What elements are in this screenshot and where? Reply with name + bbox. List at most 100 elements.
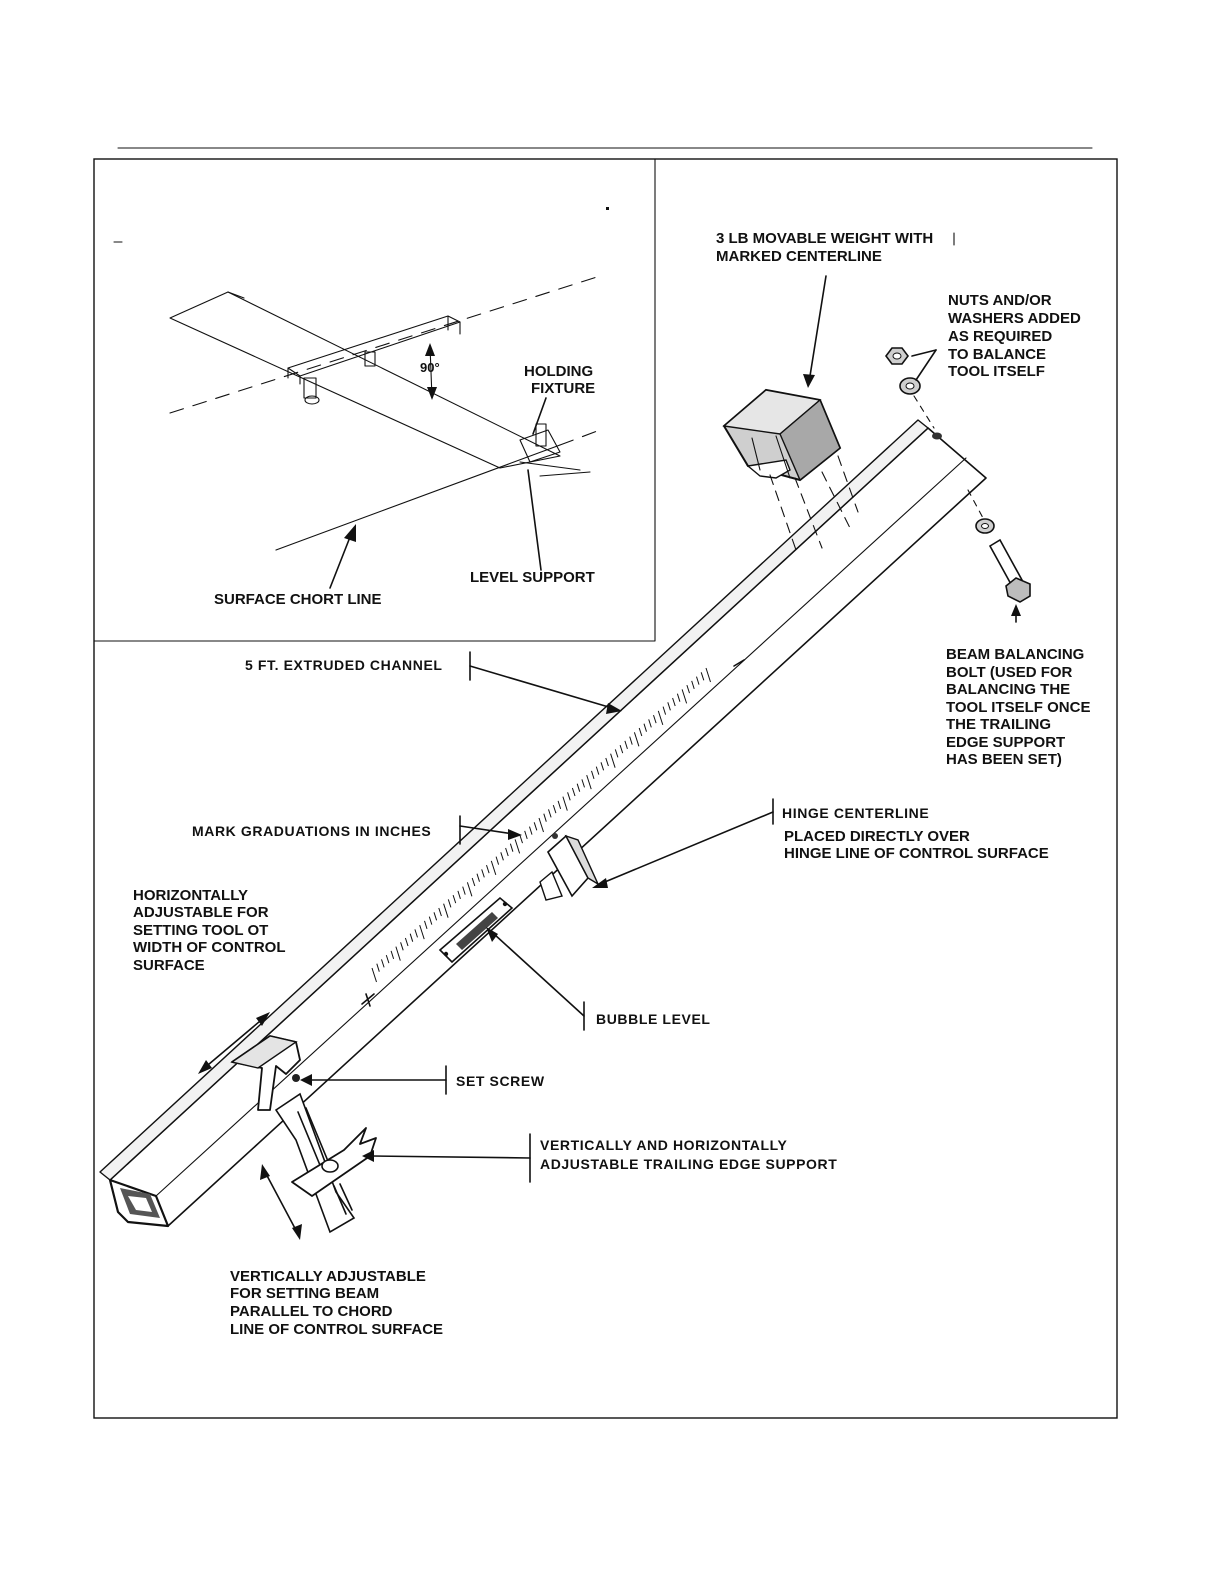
graduation-tick	[443, 903, 449, 918]
graduation-tick	[438, 907, 442, 917]
graduation-tick	[629, 736, 633, 745]
graduation-tick	[691, 680, 695, 690]
graduation-tick	[404, 937, 409, 947]
graduation-tick	[562, 796, 568, 811]
bubble-level-label: BUBBLE LEVEL	[596, 1011, 711, 1027]
graduation-tick	[681, 689, 688, 704]
hinge-label-line-1: HINGE CENTERLINE	[782, 805, 929, 821]
graduation-tick	[552, 804, 557, 814]
hinge-label-line-3: HINGE LINE OF CONTROL SURFACE	[784, 845, 1049, 862]
graduation-tick	[376, 963, 380, 972]
set-screw-head	[292, 1074, 300, 1082]
graduation-tick	[395, 946, 401, 961]
graduation-tick	[390, 950, 395, 960]
graduation-tick	[586, 774, 592, 790]
labels: 3 LB MOVABLE WEIGHT WITH MARKED CENTERLI…	[133, 230, 1090, 1338]
balance-nuts-washers	[885, 347, 921, 395]
graduation-tick	[466, 882, 473, 897]
inch-graduation-ticks	[371, 667, 711, 983]
graduation-tick	[500, 852, 504, 861]
graduation-tick	[576, 783, 581, 792]
graduation-tick	[538, 817, 544, 833]
horizontal-label-line-3: SETTING TOOL OT	[133, 922, 268, 939]
graduation-tick	[657, 710, 664, 726]
graduation-tick	[581, 779, 585, 788]
center-cross-mark	[361, 993, 375, 1007]
horizontal-label-line-2: ADJUSTABLE FOR	[133, 904, 269, 921]
graduation-tick	[371, 967, 377, 983]
movable-weight	[722, 388, 842, 482]
graduation-tick	[490, 860, 497, 876]
graduation-tick	[595, 766, 600, 775]
graduation-tick	[648, 719, 652, 728]
graduation-tick	[514, 839, 521, 854]
control-surface-plate	[169, 291, 561, 469]
graduation-tick	[605, 757, 609, 767]
beam-bolt-label-line-3: BALANCING THE	[946, 681, 1070, 698]
graduation-tick	[462, 886, 466, 895]
nuts-label-line-1: NUTS AND/OR	[948, 292, 1052, 309]
graduation-tick	[543, 813, 547, 822]
holding-fixture-label-line-1: HOLDING	[524, 363, 593, 380]
graduation-tick	[624, 740, 628, 750]
horizontal-adjustment-arrow	[198, 1012, 270, 1074]
graduation-tick	[409, 933, 414, 942]
graduation-tick	[591, 770, 595, 780]
graduation-tick	[424, 920, 428, 930]
hinge-centerline-bracket	[539, 833, 600, 901]
hinge-label-line-2: PLACED DIRECTLY OVER	[784, 828, 970, 845]
extruded-channel-top-face	[99, 419, 929, 1181]
leader-lines	[300, 232, 955, 1183]
vertical-label-line-3: PARALLEL TO CHORD	[230, 1303, 393, 1320]
graduation-tick	[471, 877, 476, 887]
graduation-tick	[519, 834, 523, 844]
nuts-label-line-4: TO BALANCE	[948, 346, 1046, 363]
graduation-tick	[495, 856, 500, 865]
graduation-tick	[548, 809, 552, 818]
trailing-edge-slide-bracket	[230, 1035, 377, 1234]
graduation-tick	[447, 899, 452, 908]
graduation-tick	[667, 702, 671, 711]
surface-chord-line	[275, 444, 561, 551]
graduation-tick	[672, 697, 676, 707]
balancing-tool	[99, 347, 1031, 1240]
graduation-tick	[557, 800, 562, 810]
graduation-tick	[676, 693, 681, 702]
bubble-level	[438, 896, 514, 964]
horizontal-label-line-4: WIDTH OF CONTROL	[133, 939, 285, 956]
graduation-tick	[614, 749, 619, 758]
holding-fixture-label-line-2: FIXTURE	[531, 380, 595, 397]
graduation-tick	[505, 847, 509, 857]
weight-label-line-1: 3 LB MOVABLE WEIGHT WITH	[716, 230, 933, 247]
graduation-tick	[381, 959, 385, 968]
channel-label: 5 FT. EXTRUDED CHANNEL	[245, 657, 443, 673]
beam-bolt-label-line-1: BEAM BALANCING	[946, 646, 1084, 663]
level-support-label: LEVEL SUPPORT	[470, 569, 595, 586]
graduation-tick	[610, 753, 616, 768]
nuts-label-line-5: TOOL ITSELF	[948, 363, 1045, 380]
graduation-tick	[600, 762, 605, 771]
horizontal-label-line-1: HORIZONTALLY	[133, 887, 248, 904]
vertical-label-line-1: VERTICALLY ADJUSTABLE	[230, 1268, 426, 1285]
graduations-label: MARK GRADUATIONS IN INCHES	[192, 823, 431, 839]
surface-chord-line-label: SURFACE CHORT LINE	[214, 591, 382, 608]
nuts-label-line-2: WASHERS ADDED	[948, 310, 1081, 327]
graduation-tick	[433, 912, 438, 921]
set-screw-label: SET SCREW	[456, 1073, 545, 1089]
graduation-tick	[567, 792, 571, 801]
beam-bolt-label-line-6: EDGE SUPPORT	[946, 734, 1065, 751]
horizontal-label-line-5: SURFACE	[133, 957, 205, 974]
graduation-tick	[633, 732, 640, 747]
vertical-label-line-2: FOR SETTING BEAM	[230, 1285, 379, 1302]
graduation-tick	[529, 826, 533, 835]
inset-installation-view	[113, 207, 609, 589]
graduation-tick	[476, 873, 480, 882]
graduation-tick	[662, 706, 667, 715]
graduation-tick	[571, 787, 576, 797]
graduation-tick	[533, 822, 538, 831]
graduation-tick	[452, 894, 457, 904]
graduation-tick	[638, 727, 643, 737]
weight-label-line-2: MARKED CENTERLINE	[716, 248, 882, 265]
trailing-edge-label-line-2: ADJUSTABLE TRAILING EDGE SUPPORT	[540, 1156, 837, 1172]
